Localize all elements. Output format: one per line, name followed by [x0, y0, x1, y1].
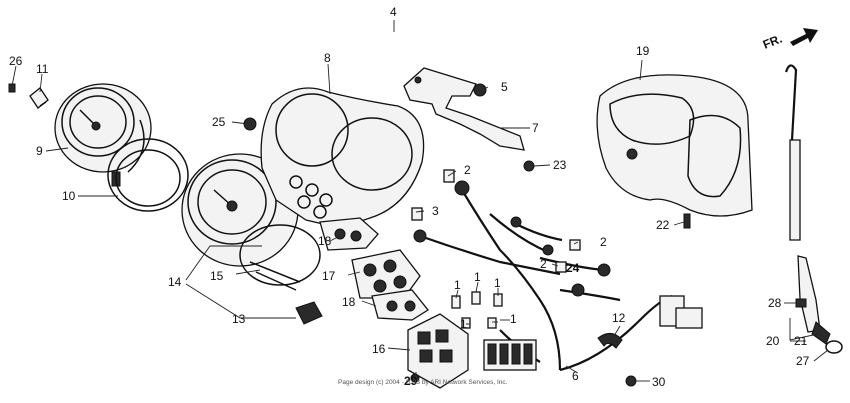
callout-1-b: 1 [474, 270, 481, 284]
callout-16: 16 [372, 342, 386, 356]
callout-28: 28 [768, 296, 782, 310]
callout-12: 12 [612, 311, 626, 325]
callout-22: 22 [656, 218, 670, 232]
part-28-screw [795, 298, 807, 308]
callout-24: 24 [566, 261, 580, 275]
part-19-meter-cover [596, 74, 753, 217]
part-23-screw [523, 160, 535, 172]
callout-1-c: 1 [494, 276, 501, 290]
part-30-screw [625, 375, 637, 387]
part-25-screw [243, 117, 257, 131]
part-9-tachometer [54, 83, 152, 187]
callout-5: 5 [501, 80, 508, 94]
callout-27: 27 [796, 354, 810, 368]
callout-3: 3 [432, 204, 439, 218]
callout-8: 8 [324, 51, 331, 65]
callout-2-top: 2 [464, 163, 471, 177]
callout-29: 29 [404, 374, 418, 388]
callout-6: 6 [572, 369, 579, 383]
part-18-socket-plate-lower [371, 289, 429, 321]
callout-19: 19 [636, 44, 650, 58]
callout-18-upper: 18 [318, 234, 332, 248]
callout-17: 17 [322, 269, 336, 283]
part-18-socket-plate-upper [319, 217, 379, 251]
part-13-connector [295, 301, 323, 325]
part-5-nut [473, 83, 487, 97]
harness-connector [659, 295, 703, 329]
callout-13: 13 [232, 312, 246, 326]
leader-lines [11, 20, 829, 382]
part-1-bulbs [451, 291, 503, 329]
part-7-bracket [403, 67, 525, 151]
part-29-screw [410, 373, 420, 383]
callout-1-e: 1 [510, 312, 517, 326]
speedometer-cable [784, 64, 831, 345]
callout-4: 4 [390, 5, 397, 19]
callout-15: 15 [210, 269, 224, 283]
part-27-washer [825, 340, 843, 354]
callout-10: 10 [62, 189, 76, 203]
part-17-socket-holder [351, 249, 421, 299]
copyright-footer: Page design (c) 2004 - 2023 by ARI Netwo… [338, 379, 508, 386]
front-direction-arrow: FR. [761, 28, 818, 52]
callout-11: 11 [36, 62, 49, 76]
callout-23: 23 [553, 158, 567, 172]
callout-9: 9 [36, 144, 43, 158]
part-12-clamp [597, 333, 623, 349]
callout-20: 20 [766, 334, 780, 348]
callout-26: 26 [9, 54, 23, 68]
part-22-screw [683, 213, 691, 229]
callout-14: 14 [168, 275, 182, 289]
callout-1-d: 1 [460, 317, 467, 331]
callout-30: 30 [652, 375, 666, 389]
direction-label: FR. [761, 32, 784, 52]
callout-numbers: 4 26 11 9 10 8 25 5 7 23 2 3 2 2 24 19 2… [9, 5, 810, 389]
callout-1-a: 1 [454, 278, 461, 292]
part-8-meter-panel [260, 87, 425, 229]
part-11-reset-knob [29, 87, 49, 109]
callout-2-mid: 2 [540, 257, 547, 271]
callout-25: 25 [212, 115, 226, 129]
part-3-bulb [411, 207, 423, 221]
callout-18-lower: 18 [342, 295, 356, 309]
callout-21: 21 [794, 334, 808, 348]
part-16-indicator-block [407, 313, 469, 389]
part-2-bulbs [443, 169, 581, 273]
part-10-meter-case [107, 138, 189, 212]
callout-2-right: 2 [600, 235, 607, 249]
callout-7: 7 [532, 121, 539, 135]
